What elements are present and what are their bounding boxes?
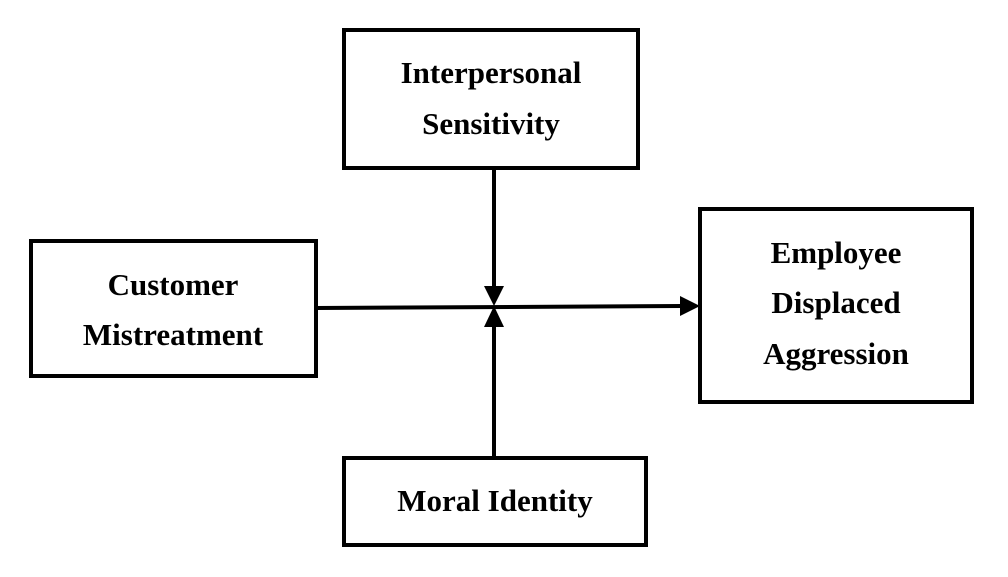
- node-interpersonal-sensitivity: Interpersonal Sensitivity: [342, 28, 640, 170]
- node-moral-identity: Moral Identity: [342, 456, 648, 547]
- edge-mistreatment-to-aggression: [315, 304, 683, 310]
- box-customer-mistreatment: [29, 239, 318, 378]
- label-moral-identity: Moral Identity: [397, 483, 593, 518]
- arrowhead-moral-identity-moderation: [484, 306, 504, 327]
- label-employee-displaced-aggression-line1: Employee: [771, 235, 902, 270]
- box-interpersonal-sensitivity: [342, 28, 640, 170]
- label-interpersonal-sensitivity-line2: Sensitivity: [422, 106, 560, 141]
- box-moral-identity: [342, 456, 648, 547]
- box-employee-displaced-aggression: [698, 207, 974, 404]
- arrowhead-to-aggression: [680, 296, 700, 316]
- label-customer-mistreatment-line2: Mistreatment: [83, 317, 264, 352]
- label-employee-displaced-aggression-line2: Displaced: [771, 285, 900, 320]
- label-employee-displaced-aggression-line3: Aggression: [763, 336, 909, 371]
- label-interpersonal-sensitivity-line1: Interpersonal: [401, 55, 582, 90]
- node-customer-mistreatment: Customer Mistreatment: [29, 239, 318, 378]
- label-customer-mistreatment-line1: Customer: [108, 267, 239, 302]
- arrowhead-sensitivity-moderation: [484, 286, 504, 306]
- edges: [315, 168, 700, 458]
- node-employee-displaced-aggression: Employee Displaced Aggression: [698, 207, 974, 404]
